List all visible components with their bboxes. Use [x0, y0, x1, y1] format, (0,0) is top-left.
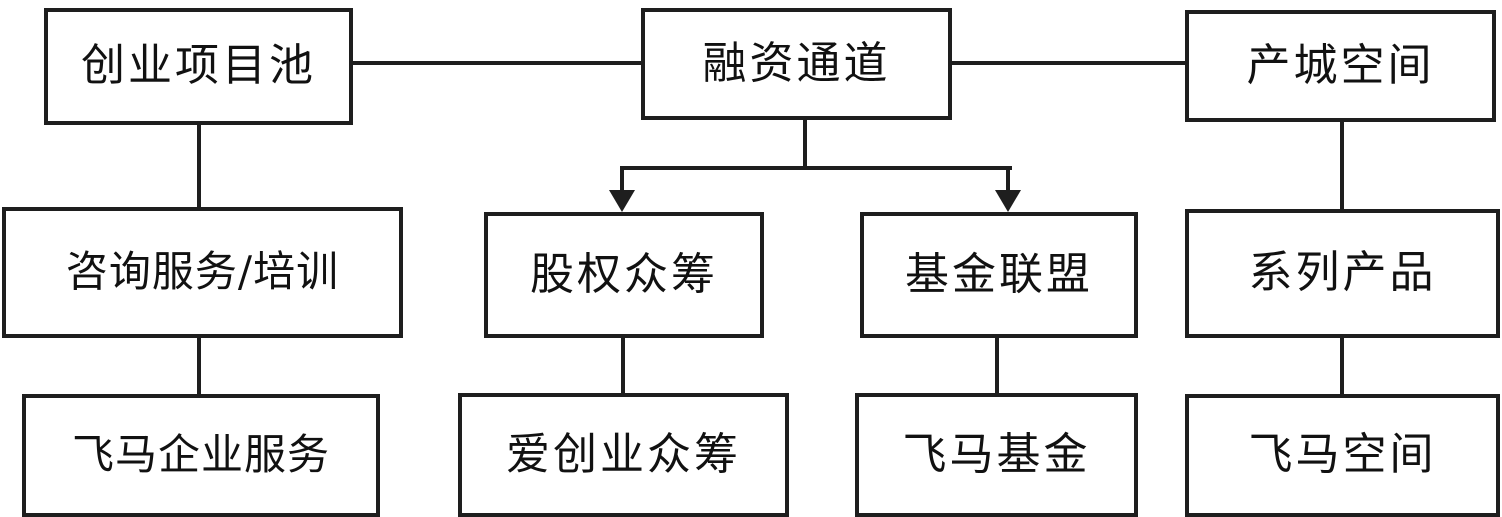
- node-feima-enterprise-service[interactable]: 飞马企业服务: [22, 394, 380, 517]
- connector-financing-branch-bar: [620, 166, 1012, 170]
- node-feima-space[interactable]: 飞马空间: [1185, 394, 1500, 517]
- node-label: 飞马企业服务: [71, 430, 330, 480]
- node-feima-fund[interactable]: 飞马基金: [855, 393, 1138, 517]
- node-equity-crowdfunding[interactable]: 股权众筹: [484, 212, 764, 338]
- node-label: 基金联盟: [905, 248, 1093, 300]
- node-project-pool[interactable]: 创业项目池: [44, 8, 353, 125]
- arrowhead-equity-crowdfunding: [609, 190, 635, 212]
- node-label: 爱创业众筹: [506, 428, 741, 480]
- connector-project-pool-to-financing: [352, 61, 643, 65]
- node-label: 股权众筹: [530, 248, 718, 300]
- node-consulting-training[interactable]: 咨询服务/培训: [2, 207, 403, 338]
- arrowhead-fund-alliance: [995, 190, 1021, 212]
- node-label: 创业项目池: [81, 40, 316, 92]
- node-label: 飞马空间: [1248, 429, 1437, 481]
- node-label: 咨询服务/培训: [65, 247, 340, 297]
- connector-product-series-to-feima-space: [1340, 335, 1344, 397]
- connector-financing-to-fund-alliance: [1006, 166, 1010, 192]
- node-financing-channel[interactable]: 融资通道: [641, 8, 952, 120]
- node-industrial-city-space[interactable]: 产城空间: [1185, 10, 1496, 122]
- connector-industrial-space-to-product-series: [1340, 118, 1344, 212]
- node-label: 系列产品: [1248, 247, 1437, 299]
- connector-fund-alliance-to-feima-fund: [995, 335, 999, 395]
- node-aichuangye-crowdfunding[interactable]: 爱创业众筹: [458, 393, 789, 517]
- connector-financing-to-industrial-space: [949, 61, 1187, 65]
- connector-financing-stem: [803, 117, 807, 170]
- connector-financing-to-equity-crowdfunding: [620, 166, 624, 192]
- connector-project-pool-to-consulting: [197, 122, 201, 210]
- node-product-series[interactable]: 系列产品: [1185, 209, 1500, 338]
- connector-equity-crowdfunding-to-aichuangye: [621, 335, 625, 395]
- node-fund-alliance[interactable]: 基金联盟: [860, 212, 1138, 338]
- node-label: 融资通道: [702, 37, 891, 89]
- node-label: 产城空间: [1246, 39, 1435, 91]
- node-label: 飞马基金: [902, 428, 1091, 480]
- connector-consulting-to-feima-enterprise: [197, 335, 201, 397]
